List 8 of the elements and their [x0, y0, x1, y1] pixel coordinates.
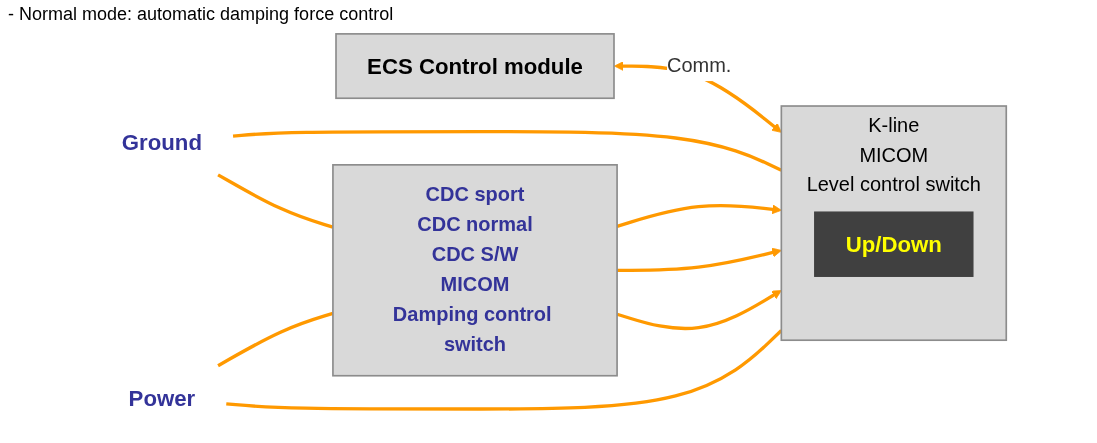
node-text: Power — [128, 385, 196, 411]
node-box: ECS Control module — [335, 33, 615, 100]
node-text: Ground — [121, 130, 202, 155]
arrow — [617, 247, 782, 272]
note-text: - Normal mode: automatic damping force control — [8, 4, 394, 25]
edge-label: Comm. — [667, 54, 732, 77]
node-box: Up/Down — [814, 211, 974, 277]
node-box: CDC sport CDC normal CDC S/W MICOM Damping control switch — [332, 164, 618, 377]
